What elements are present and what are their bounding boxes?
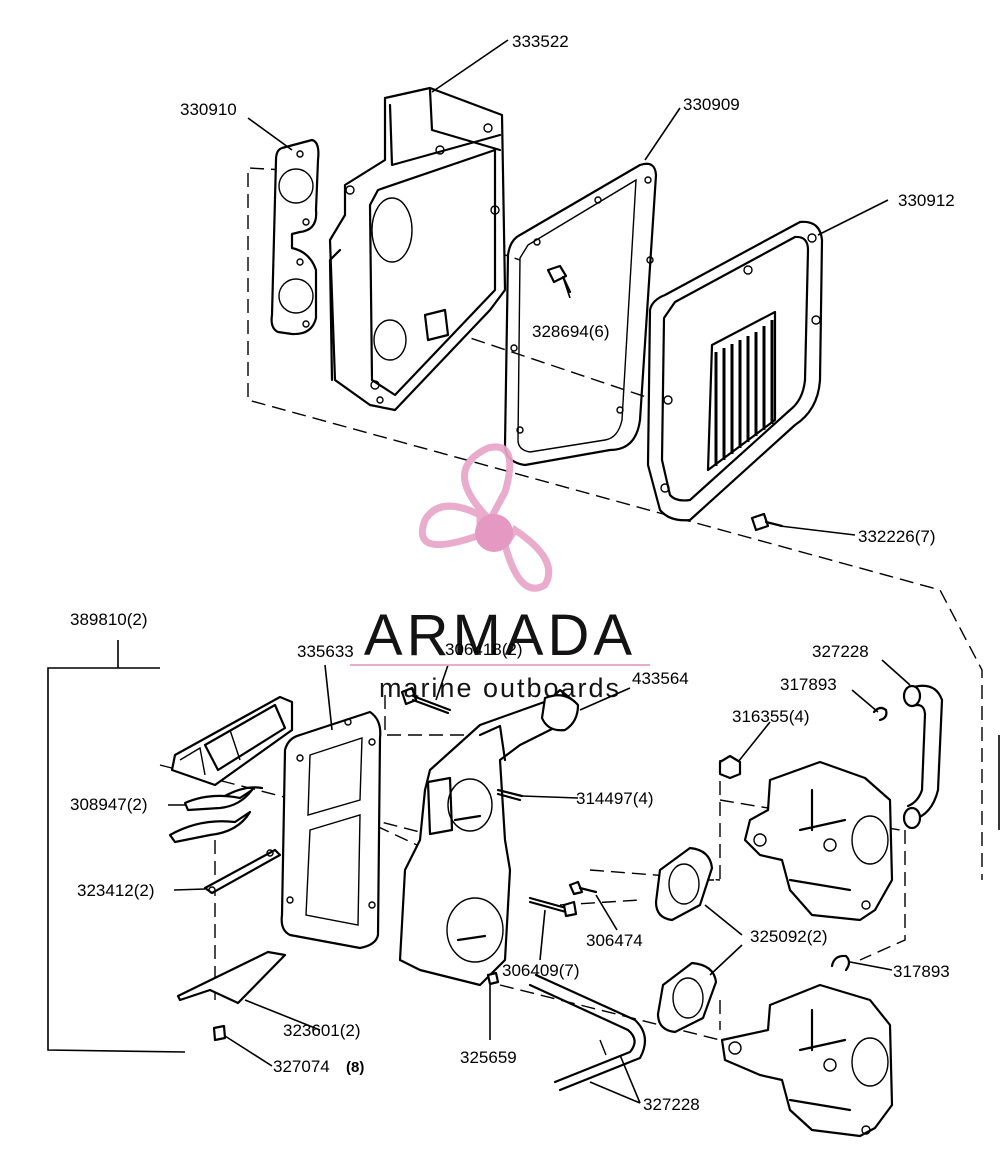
fitting-325659 (486, 971, 500, 986)
label-327074: 327074 (273, 1057, 330, 1076)
cover-vent-slats (714, 320, 774, 466)
label-323412: 323412(2) (77, 881, 155, 900)
screw-306409 (528, 896, 578, 918)
reed-plate-323601 (176, 950, 287, 1005)
fuel-hose-327228-upper (902, 684, 944, 830)
gasket-330910 (270, 138, 320, 336)
label-323601: 323601(2) (283, 1021, 361, 1040)
label-433564: 433564 (632, 669, 689, 688)
label-317893-lower: 317893 (893, 962, 950, 981)
leader-lines (168, 39, 911, 1104)
label-330909: 330909 (683, 95, 740, 114)
label-306474: 306474 (586, 931, 643, 950)
carburetor-upper (743, 760, 894, 922)
part-labels: 333522 330910 330909 330912 328694(6) 33… (70, 32, 955, 1114)
label-335633: 335633 (297, 642, 354, 661)
bolt-306418 (400, 686, 452, 715)
armada-watermark: ARMADA marine outboards (350, 443, 650, 703)
nut-316355 (718, 754, 742, 780)
watermark-tagline-text: marine outboards (379, 673, 621, 703)
label-317893-upper: 317893 (780, 675, 837, 694)
label-306409: 306409(7) (502, 961, 580, 980)
label-327228-lower: 327228 (643, 1095, 700, 1114)
reed-block-389810 (170, 695, 294, 787)
label-325659: 325659 (460, 1048, 517, 1067)
label-333522: 333522 (512, 32, 569, 51)
intake-manifold-433564 (398, 688, 580, 987)
screw-332226 (750, 512, 784, 532)
label-314497: 314497(4) (576, 789, 654, 808)
cover-330912 (646, 220, 824, 522)
gasket-335633 (280, 710, 382, 950)
label-330910: 330910 (180, 100, 237, 119)
stud-314497 (496, 788, 524, 802)
gasket-325092-lower (656, 961, 718, 1034)
gasket-325092-upper (654, 846, 714, 922)
clip-317893-upper (872, 706, 888, 722)
reed-stop-323412 (203, 848, 282, 895)
screw-327074 (212, 1024, 227, 1042)
label-327228-upper: 327228 (812, 642, 869, 661)
label-328694: 328694(6) (532, 322, 610, 341)
label-316355: 316355(4) (732, 707, 810, 726)
reed-petals-308947 (168, 786, 264, 844)
screw-306474 (568, 880, 598, 896)
label-389810: 389810(2) (70, 610, 148, 629)
fuel-hose-327228-lower (528, 973, 647, 1092)
reed-group-bracket (47, 640, 186, 1053)
label-306418: 306418(2) (445, 640, 523, 659)
watermark-brand-text: ARMADA (364, 603, 636, 668)
label-330912: 330912 (898, 191, 955, 210)
label-308947: 308947(2) (70, 795, 148, 814)
gasket-330909 (503, 162, 658, 467)
intake-housing-333522 (328, 86, 507, 412)
label-327074-qty: (8) (346, 1059, 364, 1076)
propeller-logo-icon (418, 443, 553, 592)
clip-317893-lower (830, 954, 851, 972)
carburetor-lower (720, 983, 894, 1138)
label-325092: 325092(2) (750, 927, 828, 946)
screw-328694 (546, 264, 572, 294)
label-332226: 332226(7) (858, 527, 936, 546)
